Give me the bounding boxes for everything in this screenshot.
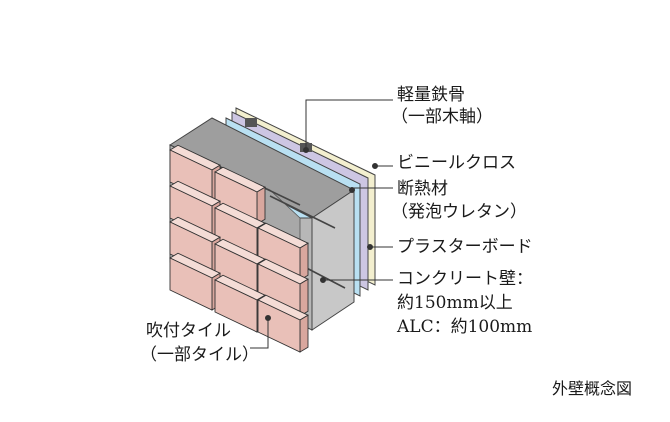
leader-lines <box>250 99 393 349</box>
brick-side-face <box>299 242 309 281</box>
label-tile: 吹付タイル <box>146 321 231 341</box>
brick <box>169 257 213 311</box>
brick-side-face <box>299 278 309 317</box>
label-tile-note: （一部タイル） <box>140 345 259 365</box>
label-insulation-note: （発泡ウレタン） <box>391 202 527 222</box>
diagram-caption: 外壁概念図 <box>552 379 633 398</box>
label-concrete-thickness: 約150mm以上 <box>397 293 513 313</box>
label-steel-frame-note: （一部木軸） <box>391 107 493 127</box>
label-concrete: コンクリート壁： <box>397 269 533 289</box>
brick-side-face <box>299 314 309 353</box>
label-alc-thickness: ALC：約100mm <box>397 317 533 337</box>
tile-facade <box>169 144 309 353</box>
steel-frame-stud <box>245 118 257 127</box>
brick-side-face <box>256 186 266 225</box>
label-vinyl-cloth: ビニールクロス <box>397 153 516 173</box>
rebar-line <box>269 195 336 229</box>
brick <box>214 279 258 333</box>
brick <box>257 299 301 353</box>
label-insulation: 断熱材 <box>397 179 448 199</box>
label-plasterboard: プラスターボード <box>397 237 533 257</box>
label-steel-frame: 軽量鉄骨 <box>397 85 465 105</box>
